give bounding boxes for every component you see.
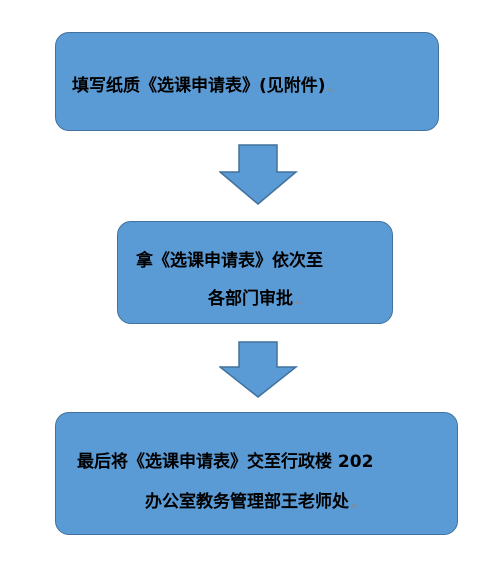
step-2-line-2: 各部门审批↵	[208, 284, 303, 309]
step-2-line-1: 拿《选课申请表》依次至	[136, 251, 323, 271]
step-3-text: 办公室教务管理部王老师处	[145, 492, 349, 512]
step-1-line-1: 填写纸质《选课申请表》(见附件)↵	[72, 71, 336, 96]
down-arrow-icon	[219, 341, 299, 398]
step-3-box: 最后将《选课申请表》交至行政楼 202 办公室教务管理部王老师处↵	[55, 412, 458, 535]
step-2-box: 拿《选课申请表》依次至 各部门审批↵	[117, 221, 393, 324]
paragraph-mark-icon: ↵	[295, 298, 304, 309]
step-2-text: 各部门审批	[208, 289, 293, 309]
paragraph-mark-icon: ↵	[351, 501, 360, 512]
step-3-line-2: 办公室教务管理部王老师处↵	[145, 487, 359, 512]
step-1-box: 填写纸质《选课申请表》(见附件)↵	[55, 32, 439, 131]
paragraph-mark-icon: ↵	[327, 85, 336, 96]
step-1-text: 填写纸质《选课申请表》(见附件)	[72, 76, 326, 96]
down-arrow-icon	[219, 144, 299, 205]
step-3-line-1: 最后将《选课申请表》交至行政楼 202	[77, 452, 374, 472]
